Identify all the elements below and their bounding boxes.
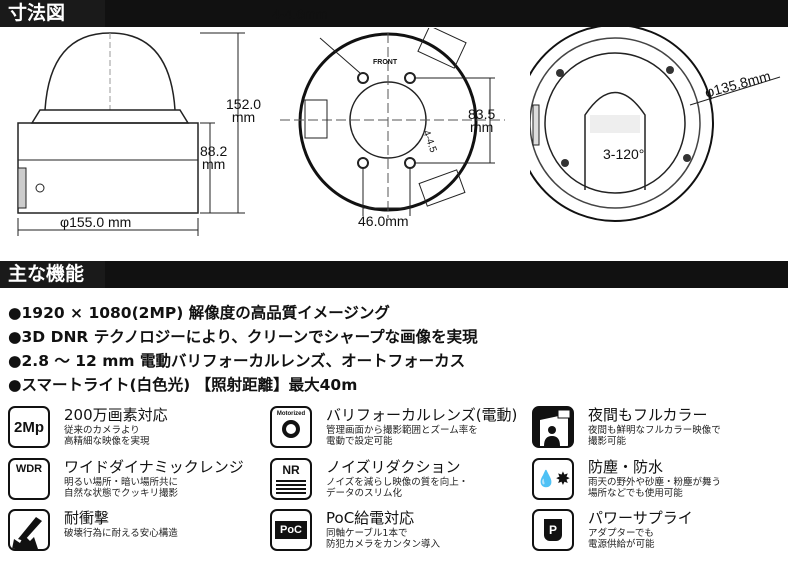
feature-impact: 耐衝撃 破壊行為に耐える安心構造 (8, 509, 268, 559)
feature-desc: 夜間も鮮明なフルカラー映像で 撮影可能 (588, 425, 721, 447)
dim-width: φ155.0 mm (60, 214, 132, 230)
feature-desc: アダプターでも 電源供給が可能 (588, 528, 655, 550)
feature-night-color: 夜間もフルカラー 夜間も鮮明なフルカラー映像で 撮影可能 (532, 406, 788, 456)
feature-title: ノイズリダクション (326, 458, 461, 476)
camera-side-view-drawing (17, 32, 245, 236)
night-color-icon (532, 406, 574, 448)
wdr-icon: WDR (8, 458, 50, 500)
feature-power-supply: P パワーサプライ アダプターでも 電源供給が可能 (532, 509, 788, 559)
icon-label: Motorized (276, 411, 306, 417)
section-title: 寸法図 (8, 2, 66, 24)
feature-desc: 同軸ケーブル1本で 防犯カメラをカンタン導入 (326, 528, 441, 550)
power-plug-icon: P (532, 509, 574, 551)
bullet-dnr: ●3D DNR テクノロジーにより、クリーンでシャープな画像を実現 (8, 328, 478, 346)
2mp-icon: 2Mp (8, 406, 50, 448)
feature-motorized-lens: Motorized バリフォーカルレンズ(電動) 管理画面から撮影範囲とズーム率… (270, 406, 530, 456)
icon-label: PoC (275, 521, 307, 539)
feature-desc: ノイズを減らし映像の質を向上・ データのスリム化 (326, 477, 469, 499)
feature-desc: 従来のカメラより 高精細な映像を実現 (64, 425, 150, 447)
dim-base-height: 83.5 mm (468, 106, 496, 135)
icon-label: NR (282, 463, 300, 477)
feature-title: バリフォーカルレンズ(電動) (326, 406, 518, 424)
dim-hole-spec: 4-4.6mm (272, 6, 328, 22)
section-header-dimensions: 寸法図 (0, 0, 788, 27)
front-mark: FRONT (373, 59, 398, 66)
feature-title: PoC給電対応 (326, 509, 415, 527)
dim-height-body: 88.2 mm (200, 143, 228, 172)
feature-title: 耐衝撃 (64, 509, 110, 527)
feature-desc: 管理画面から撮影範囲とズーム率を 電動で設定可能 (326, 425, 478, 447)
feature-desc: 破壊行為に耐える安心構造 (64, 528, 178, 539)
feature-dust-water: 💧✸ 防塵・防水 雨天の野外や砂塵・粉塵が舞う 場所などでも使用可能 (532, 458, 788, 508)
feature-title: 夜間もフルカラー (588, 406, 708, 424)
bullet-resolution: ●1920 × 1080(2MP) 解像度の高品質イメージング (8, 304, 390, 322)
nr-icon: NR (270, 458, 312, 500)
feature-title: 防塵・防水 (588, 458, 664, 476)
dust-water-icon: 💧✸ (532, 458, 574, 500)
mount-base-drawing (280, 28, 505, 218)
dim-height-total: 152.0 mm (226, 96, 262, 125)
feature-desc: 明るい場所・暗い場所共に 自然な状態でクッキリ撮影 (64, 477, 179, 499)
feature-title: ワイドダイナミックレンジ (64, 458, 244, 476)
motorized-lens-icon: Motorized (270, 406, 312, 448)
feature-title: 200万画素対応 (64, 406, 168, 424)
feature-noise-reduction: NR ノイズリダクション ノイズを減らし映像の質を向上・ データのスリム化 (270, 458, 530, 508)
camera-top-view-drawing (530, 24, 781, 222)
feature-desc: 雨天の野外や砂塵・粉塵が舞う 場所などでも使用可能 (588, 477, 722, 499)
feature-2mp: 2Mp 200万画素対応 従来のカメラより 高精細な映像を実現 (8, 406, 268, 456)
dim-rotation-angle: 3-120° (603, 146, 645, 162)
icon-label: P (543, 519, 562, 541)
dim-base-width: 46.0mm (358, 213, 409, 229)
poc-icon: PoC (270, 509, 312, 551)
bullet-lens: ●2.8 ～ 12 mm 電動バリフォーカルレンズ、オートフォーカス (8, 352, 466, 370)
feature-wdr: WDR ワイドダイナミックレンジ 明るい場所・暗い場所共に 自然な状態でクッキリ… (8, 458, 268, 508)
section-header-features: 主な機能 (0, 261, 788, 288)
section-title: 主な機能 (8, 263, 85, 285)
impact-icon (8, 509, 50, 551)
bullet-smart-light: ●スマートライト(白色光) 【照射距離】最大40m (8, 376, 358, 394)
feature-title: パワーサプライ (588, 509, 693, 527)
feature-poc: PoC PoC給電対応 同軸ケーブル1本で 防犯カメラをカンタン導入 (270, 509, 530, 559)
